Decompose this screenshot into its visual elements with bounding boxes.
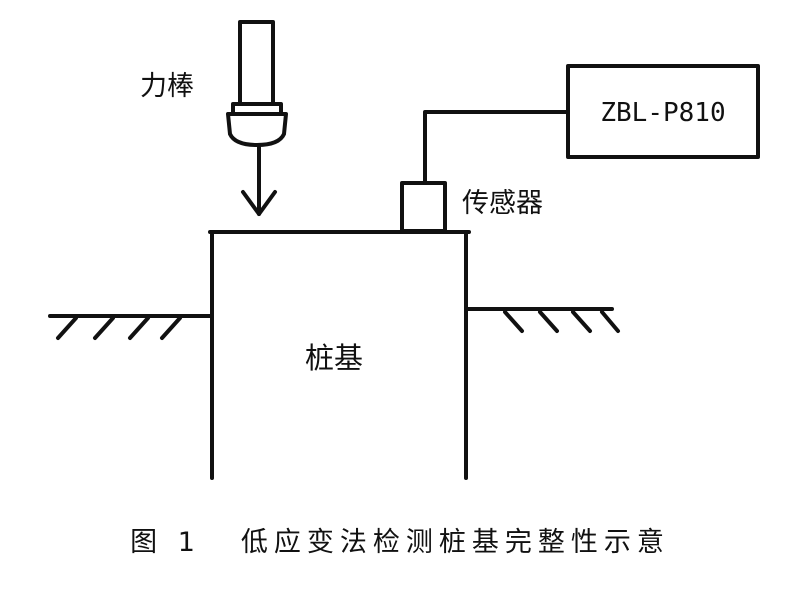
instrument-box [566, 64, 760, 159]
figure-number: 图 1 [130, 527, 201, 558]
sensor-box [400, 181, 447, 233]
hammer-label: 力棒 [140, 71, 194, 102]
figure-title: 低应变法检测桩基完整性示意 [240, 527, 670, 558]
hammer-icon [226, 20, 288, 147]
figure-caption: 图 1 低应变法检测桩基完整性示意 [0, 520, 800, 559]
sensor-label: 传感器 [462, 188, 543, 219]
arrow-down-icon [241, 144, 277, 216]
ground-right [465, 307, 620, 333]
instrument-label: ZBL-P810 [600, 98, 725, 128]
pile-label: 桩基 [305, 341, 363, 375]
ground-left [48, 314, 214, 340]
signal-cable [423, 110, 570, 185]
